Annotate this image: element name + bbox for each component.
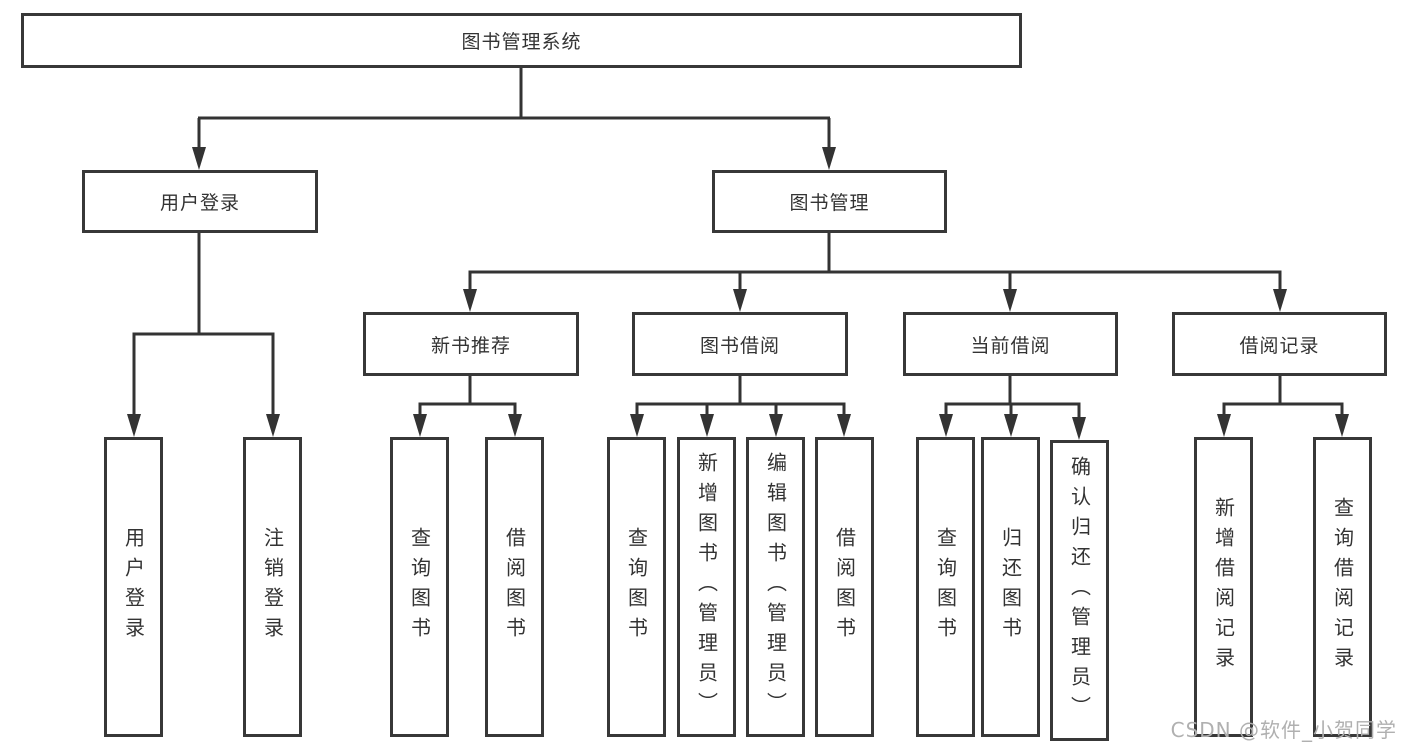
arrow-down-icon	[1217, 414, 1231, 437]
node-current-borrow: 当前借阅	[903, 312, 1118, 376]
node-nb-search-book: 查询图书	[390, 437, 449, 737]
connector-line	[197, 68, 831, 149]
arrow-down-icon	[1003, 289, 1017, 312]
node-user-login: 用户登录	[82, 170, 318, 233]
arrow-down-icon	[822, 147, 836, 170]
node-new-book-recommend: 新书推荐	[363, 312, 579, 376]
arrow-down-icon	[939, 414, 953, 437]
arrow-down-icon	[413, 414, 427, 437]
arrow-down-icon	[192, 147, 206, 170]
connector-line	[468, 233, 1282, 291]
node-book-borrow: 图书借阅	[632, 312, 848, 376]
arrow-down-icon	[769, 414, 783, 437]
node-cb-return-book: 归还图书	[981, 437, 1040, 737]
arrow-down-icon	[1273, 289, 1287, 312]
arrow-down-icon	[630, 414, 644, 437]
node-root: 图书管理系统	[21, 13, 1022, 68]
connector-line	[418, 376, 1344, 419]
node-bb-edit-book-admin: 编辑图书（管理员）	[746, 437, 805, 737]
node-book-management: 图书管理	[712, 170, 947, 233]
watermark: CSDN @软件_小贺同学	[1170, 718, 1397, 742]
node-br-add-record: 新增借阅记录	[1194, 437, 1253, 737]
arrow-down-icon	[733, 289, 747, 312]
node-borrow-records: 借阅记录	[1172, 312, 1387, 376]
arrow-down-icon	[1004, 414, 1018, 437]
arrow-down-icon	[463, 289, 477, 312]
node-login: 用户登录	[104, 437, 163, 737]
arrow-down-icon	[700, 414, 714, 437]
node-bb-borrow-book: 借阅图书	[815, 437, 874, 737]
node-cb-confirm-return-admin: 确认归还（管理员）	[1050, 440, 1109, 741]
node-logout: 注销登录	[243, 437, 302, 737]
arrow-down-icon	[508, 414, 522, 437]
node-nb-borrow-book: 借阅图书	[485, 437, 544, 737]
node-br-search-record: 查询借阅记录	[1313, 437, 1372, 737]
arrow-down-icon	[266, 414, 280, 437]
node-cb-search-book: 查询图书	[916, 437, 975, 737]
arrow-down-icon	[1072, 417, 1086, 440]
node-bb-add-book-admin: 新增图书（管理员）	[677, 437, 736, 737]
arrow-down-icon	[127, 414, 141, 437]
node-bb-search-book: 查询图书	[607, 437, 666, 737]
arrow-down-icon	[837, 414, 851, 437]
arrow-down-icon	[1335, 414, 1349, 437]
connector-line	[132, 233, 275, 416]
